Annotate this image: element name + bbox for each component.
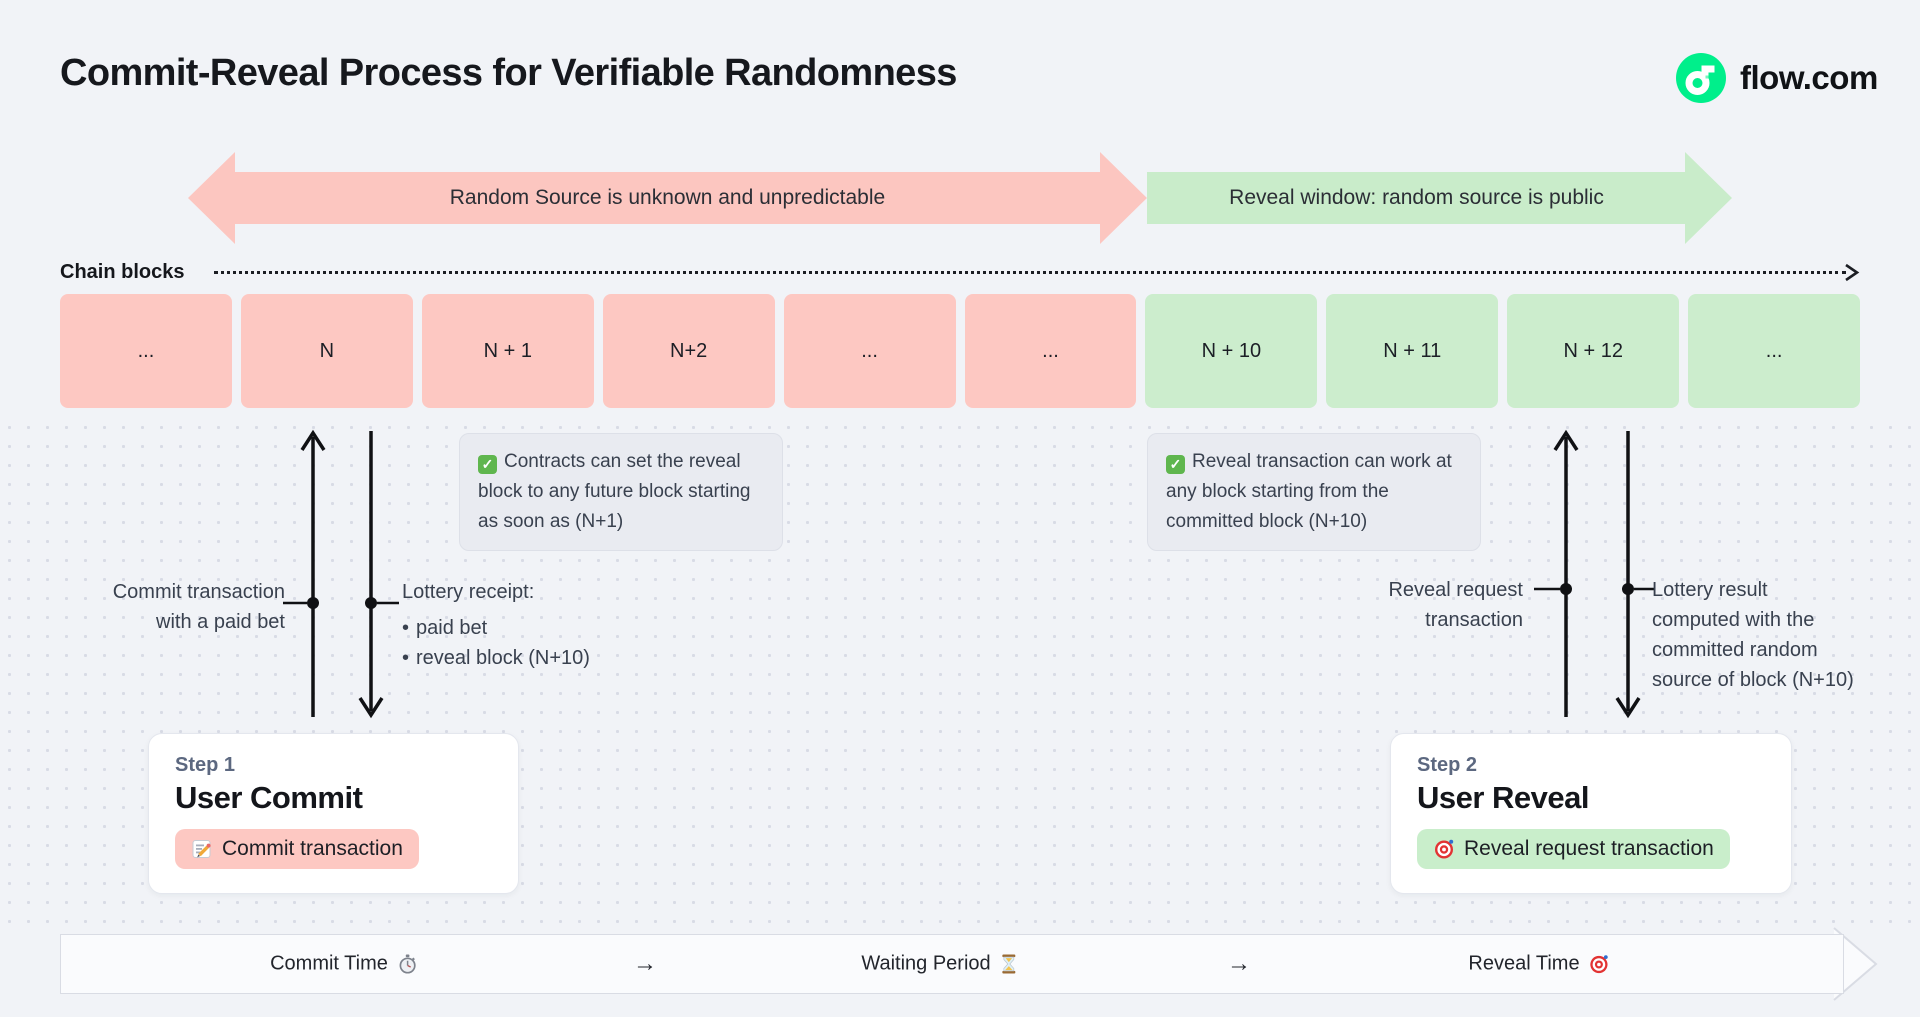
target-icon <box>1433 838 1455 860</box>
chain-block: N+2 <box>602 294 775 408</box>
target-icon <box>1589 954 1610 975</box>
commit-transaction-pill: Commit transaction <box>175 829 419 869</box>
callout-line: Commit transaction <box>112 581 285 603</box>
chain-dotted-line <box>214 271 1846 274</box>
waiting-period-label: Waiting Period <box>861 952 991 975</box>
page-title: Commit-Reveal Process for Verifiable Ran… <box>60 52 957 94</box>
reveal-request-pill: Reveal request transaction <box>1417 829 1730 869</box>
reveal-window-arrow: Reveal window: random source is public <box>1147 152 1732 244</box>
flow-logo-icon <box>1676 53 1726 103</box>
chain-block: N + 10 <box>1145 294 1318 408</box>
step-1-card: Step 1 User Commit Commit transaction <box>148 733 519 894</box>
timeline-bar <box>60 934 1844 994</box>
step-eyebrow: Step 2 <box>1417 754 1478 776</box>
memo-icon <box>191 838 213 860</box>
reveal-request-callout: Reveal request transaction <box>1323 575 1523 635</box>
check-mark-icon: ✓ <box>1166 454 1185 474</box>
reveal-note: ✓Reveal transaction can work at any bloc… <box>1147 433 1481 552</box>
step-2-card: Step 2 User Reveal Reveal request transa… <box>1390 733 1792 894</box>
step-eyebrow: Step 1 <box>175 754 236 776</box>
callout-title: Lottery receipt: <box>402 581 535 603</box>
chain-block: N + 12 <box>1507 294 1680 408</box>
timeline-arrow-separator: → <box>633 950 657 977</box>
unknown-phase-arrow: Random Source is unknown and unpredictab… <box>188 152 1147 244</box>
reveal-action-label: Reveal request transaction <box>1464 837 1714 860</box>
step-title: User Commit <box>175 780 363 815</box>
callout-line: Reveal request <box>1388 579 1523 601</box>
callout-line: transaction <box>1425 609 1523 631</box>
chain-block: ... <box>60 294 232 408</box>
stopwatch-icon <box>397 954 418 975</box>
timeline-commit-time: Commit Time <box>270 953 418 976</box>
brand-name: flow.com <box>1740 59 1878 96</box>
callout-line: committed random <box>1652 639 1818 661</box>
callout-line: Lottery result <box>1652 579 1768 601</box>
reveal-window-label: Reveal window: random source is public <box>1229 186 1604 209</box>
commit-note: ✓Contracts can set the reveal block to a… <box>459 433 783 552</box>
unknown-phase-label: Random Source is unknown and unpredictab… <box>449 186 886 209</box>
chain-block: N + 1 <box>421 294 594 408</box>
chain-block: N <box>240 294 413 408</box>
commit-action-label: Commit transaction <box>222 837 403 860</box>
timeline-reveal-time: Reveal Time <box>1468 953 1609 976</box>
chain-blocks-row: ... N N + 1 N+2 ... ... N + 10 N + 11 N … <box>60 294 1861 408</box>
timeline-waiting-period: Waiting Period <box>861 953 1018 976</box>
lottery-receipt-callout: Lottery receipt: paid bet reveal block (… <box>402 577 590 673</box>
callout-line: source of block (N+10) <box>1652 669 1854 691</box>
hourglass-icon <box>1000 954 1019 975</box>
commit-transaction-callout: Commit transaction with a paid bet <box>80 577 285 637</box>
commit-note-text: Contracts can set the reveal block to an… <box>478 451 751 533</box>
callout-bullet: paid bet <box>402 613 590 643</box>
step-title: User Reveal <box>1417 780 1590 815</box>
callout-line: with a paid bet <box>156 611 285 633</box>
reveal-time-label: Reveal Time <box>1468 952 1580 975</box>
chain-block: N + 11 <box>1326 294 1499 408</box>
reveal-note-text: Reveal transaction can work at any block… <box>1166 451 1452 533</box>
chain-block: ... <box>1688 294 1861 408</box>
check-mark-icon: ✓ <box>478 454 497 474</box>
callout-bullet: reveal block (N+10) <box>402 643 590 673</box>
chain-blocks-label: Chain blocks <box>60 261 185 283</box>
chain-block: ... <box>783 294 956 408</box>
lottery-result-callout: Lottery result computed with the committ… <box>1652 575 1854 695</box>
callout-line: computed with the <box>1652 609 1815 631</box>
commit-time-label: Commit Time <box>270 952 388 975</box>
brand-logo: flow.com <box>1676 53 1878 103</box>
timeline-arrow-separator: → <box>1227 950 1251 977</box>
chain-block: ... <box>964 294 1137 408</box>
